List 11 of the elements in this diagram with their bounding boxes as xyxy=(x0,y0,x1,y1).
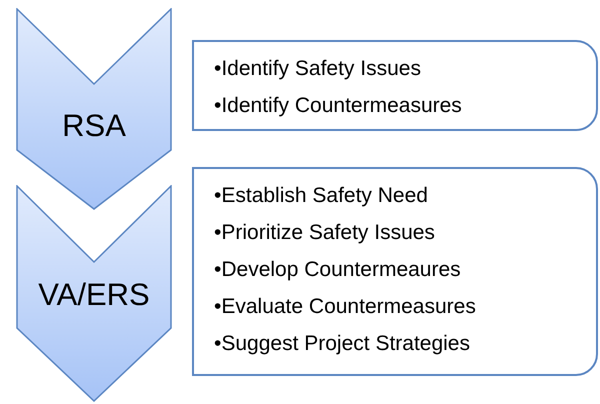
bullet-item: •Prioritize Safety Issues xyxy=(214,220,435,246)
bullet-item: •Establish Safety Need xyxy=(214,183,428,209)
list-box xyxy=(192,40,598,131)
list-box xyxy=(192,167,598,376)
bullet-item: •Identify Countermeasures xyxy=(214,93,462,119)
step-label: RSA xyxy=(61,110,127,141)
step-label: VA/ERS xyxy=(37,279,151,310)
bullet-item: •Develop Countermeaures xyxy=(214,257,461,283)
bullet-item: •Identify Safety Issues xyxy=(214,56,421,82)
bullet-item: •Evaluate Countermeasures xyxy=(214,294,476,320)
bullet-item: •Suggest Project Strategies xyxy=(214,331,470,357)
